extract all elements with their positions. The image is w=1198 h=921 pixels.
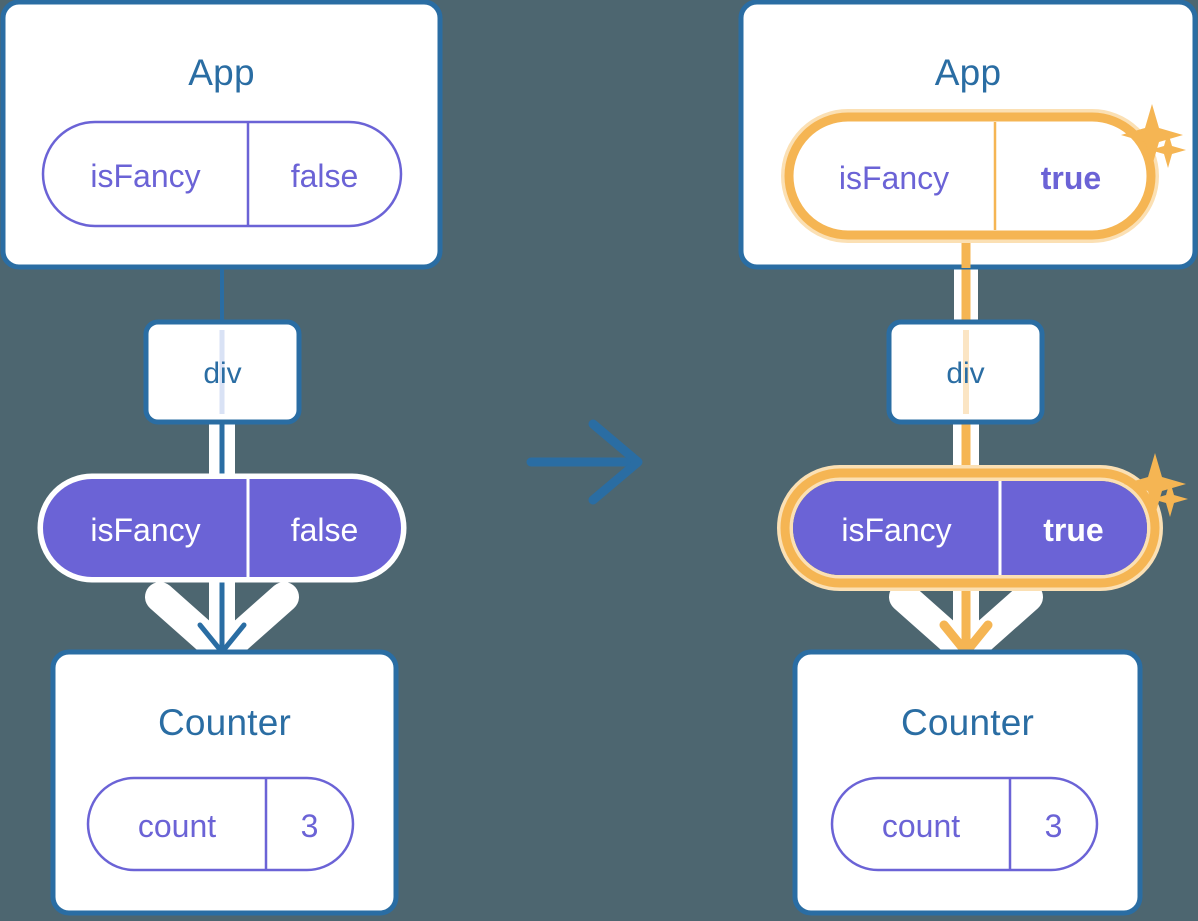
- app-state-pill-right: [781, 109, 1159, 243]
- element-box-right: [886, 319, 1045, 425]
- counter-state-pill-right: [830, 776, 1099, 872]
- element-box-left: [143, 319, 302, 425]
- sparkle-small-mid: [1152, 481, 1188, 517]
- prop-pill-left: [37, 473, 407, 583]
- prop-pill-right: [777, 465, 1163, 591]
- sparkle-small-top: [1150, 132, 1186, 168]
- transition-arrow: [526, 419, 643, 505]
- counter-state-pill-left: [86, 776, 355, 872]
- sparkle-large-mid: [1124, 453, 1186, 515]
- sparkle-large-top: [1121, 104, 1183, 166]
- app-state-pill-left: [41, 120, 403, 228]
